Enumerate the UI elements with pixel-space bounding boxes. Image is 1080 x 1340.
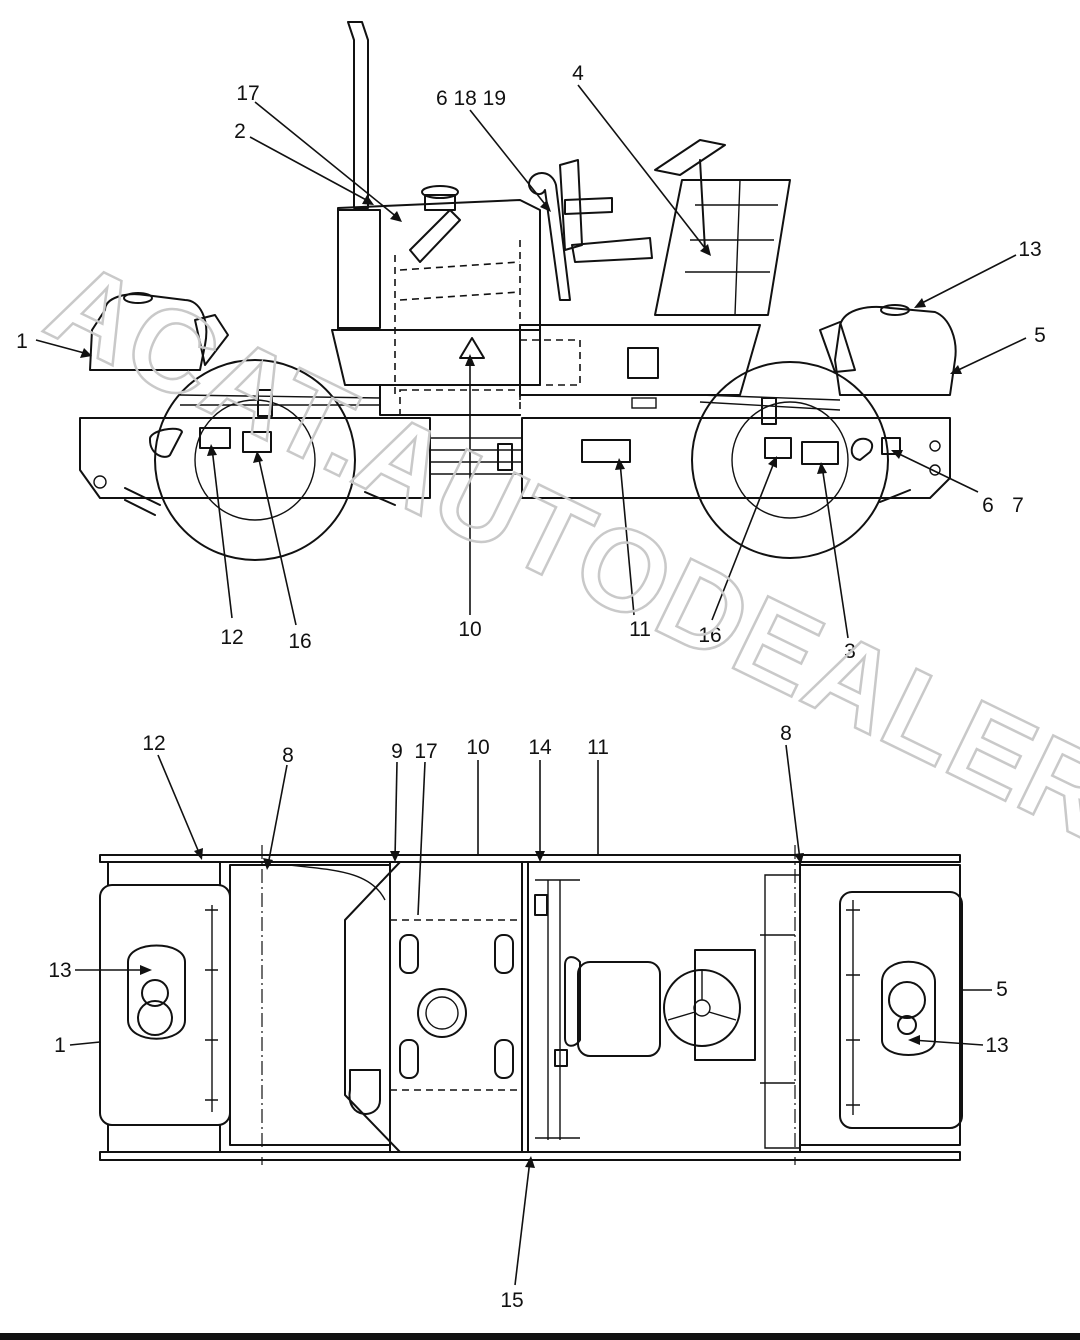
top-callout-17: 17 [414, 740, 437, 763]
callout-3: 3 [844, 640, 856, 663]
top-callout-8-right: 8 [780, 722, 792, 745]
top-callout-1: 1 [54, 1034, 66, 1057]
callout-4: 4 [572, 62, 584, 85]
bottom-border [0, 1333, 1080, 1340]
top-callout-8-left: 8 [282, 744, 294, 767]
side-view-drawing [79, 21, 957, 561]
top-callout-10: 10 [466, 736, 489, 759]
callout-7: 7 [1012, 494, 1024, 517]
side-view-leaders [35, 84, 1027, 639]
callout-1: 1 [16, 330, 28, 353]
watermark: ACAT.AUTODEALER.RU [29, 236, 1080, 954]
callout-2: 2 [234, 120, 246, 143]
top-view-drawing [99, 845, 963, 1165]
callout-10: 10 [458, 618, 481, 641]
top-callout-13-left: 13 [48, 959, 71, 982]
callout-5: 5 [1034, 324, 1046, 347]
side-view-callouts: 1 2 17 6 18 19 4 13 5 6 7 12 16 10 11 16… [16, 62, 1046, 663]
callout-12: 12 [220, 626, 243, 649]
top-view-leaders [69, 744, 992, 1286]
callout-6: 6 [982, 494, 994, 517]
top-callout-5: 5 [996, 978, 1008, 1001]
top-callout-11: 11 [587, 736, 609, 759]
top-callout-14: 14 [528, 736, 552, 759]
top-view-callouts: 12 8 9 17 10 14 11 8 13 1 5 13 15 [48, 722, 1008, 1312]
top-callout-15: 15 [500, 1289, 523, 1312]
callout-17: 17 [236, 82, 259, 105]
callout-6-18-19: 6 18 19 [436, 87, 506, 110]
top-callout-9: 9 [391, 740, 403, 763]
top-callout-12: 12 [142, 732, 165, 755]
callout-16-right: 16 [698, 624, 721, 647]
top-callout-13-right: 13 [985, 1034, 1008, 1057]
callout-13: 13 [1018, 238, 1041, 261]
callout-11: 11 [629, 618, 651, 641]
callout-16-left: 16 [288, 630, 311, 653]
